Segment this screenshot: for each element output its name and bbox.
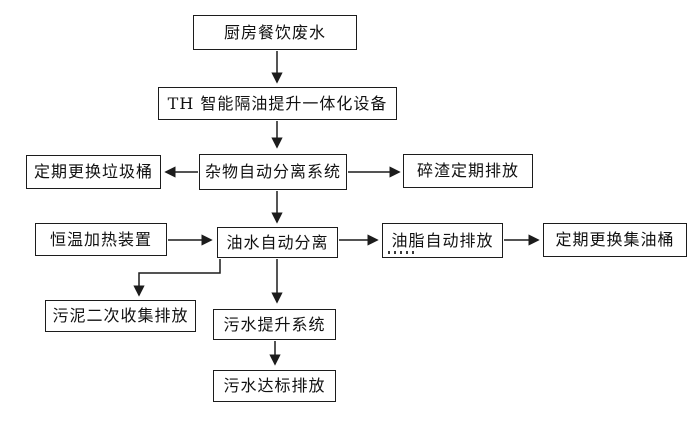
node-sludge-collection-label: 污泥二次收集排放 [52,306,189,325]
node-kitchen-wastewater-label: 厨房餐饮废水 [223,22,326,42]
node-oil-water-separation-label: 油水自动分离 [226,232,329,252]
node-debris-separation-label: 杂物自动分离系统 [204,162,341,181]
node-trash-bin-replace: 定期更换垃圾桶 [26,155,161,189]
node-th-device-label: TH 智能隔油提升一体化设备 [167,93,388,113]
node-heating-device-label: 恒温加热装置 [49,229,152,249]
node-th-device: TH 智能隔油提升一体化设备 [158,87,397,120]
arrow-oilwater-to-sludge [133,259,221,297]
node-oil-barrel-replace-label: 定期更换集油桶 [555,230,675,249]
node-sludge-collection: 污泥二次收集排放 [45,300,196,332]
node-oil-barrel-replace: 定期更换集油桶 [543,223,687,257]
node-grease-discharge: 油脂自动排放 [382,223,503,258]
node-sewage-lifting-label: 污水提升系统 [223,314,326,334]
node-sewage-standard-discharge: 污水达标排放 [213,370,336,402]
node-residue-discharge: 碎渣定期排放 [403,154,533,188]
node-heating-device: 恒温加热装置 [35,223,167,256]
node-sewage-standard-discharge-label: 污水达标排放 [223,376,326,395]
node-oil-water-separation: 油水自动分离 [217,227,338,258]
spellcheck-dots [388,251,417,254]
node-kitchen-wastewater: 厨房餐饮废水 [193,15,357,50]
node-residue-discharge-label: 碎渣定期排放 [416,161,519,180]
node-debris-separation: 杂物自动分离系统 [199,154,347,190]
node-sewage-lifting: 污水提升系统 [213,309,336,340]
node-trash-bin-replace-label: 定期更换垃圾桶 [33,162,153,181]
node-grease-discharge-label: 油脂自动排放 [391,230,494,250]
